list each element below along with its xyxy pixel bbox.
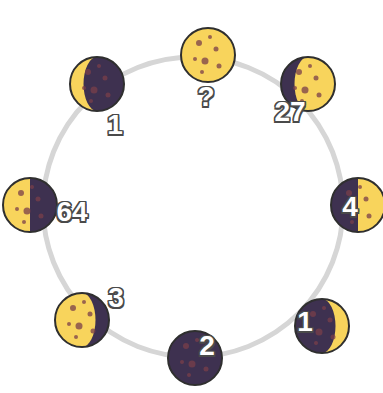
moon-outline: [181, 28, 235, 82]
moon-disc: [70, 57, 124, 111]
crater-dot: [97, 64, 101, 68]
crater-dot: [187, 373, 191, 377]
crater-dot: [76, 323, 83, 330]
crater-dot: [183, 343, 189, 349]
moon-phase: [168, 331, 222, 385]
crater-dot: [317, 93, 322, 98]
crater-dot: [39, 214, 44, 219]
moon-phase: [181, 28, 235, 82]
moon-outline: [331, 178, 383, 232]
moon-phase: [331, 178, 383, 232]
crater-dot: [24, 208, 31, 215]
moon-phase: [70, 57, 124, 111]
crater-dot: [217, 64, 222, 69]
crater-dot: [364, 197, 369, 202]
crater-dot: [202, 58, 209, 65]
phase-number: ?: [197, 83, 214, 111]
crater-dot: [74, 335, 78, 339]
crater-dot: [91, 87, 98, 94]
moon-lit-part: [3, 178, 30, 232]
crater-dot: [296, 69, 302, 75]
crater-dot: [196, 40, 202, 46]
moon-disc: [331, 178, 383, 232]
moon-disc: [55, 293, 109, 347]
crater-dot: [367, 214, 372, 219]
crater-dot: [208, 35, 212, 39]
crater-dot: [67, 322, 71, 326]
moon-outline: [55, 293, 109, 347]
crater-dot: [331, 335, 336, 340]
crater-dot: [70, 305, 76, 311]
crater-dot: [189, 361, 196, 368]
phase-number: 27: [274, 98, 305, 126]
phase-number: 4: [342, 193, 358, 221]
moon-lit-part: [322, 299, 349, 353]
moon-outline: [70, 57, 124, 111]
moon-disc: [168, 331, 222, 385]
crater-dot: [85, 69, 91, 75]
crater-dot: [106, 93, 111, 98]
crater-dot: [89, 99, 93, 103]
crater-dot: [193, 57, 197, 61]
crater-dot: [15, 207, 19, 211]
crater-dot: [314, 341, 318, 345]
crater-dot: [30, 185, 34, 189]
moon-outline: [168, 331, 222, 385]
orbit-ring: [43, 57, 343, 357]
moon-disc: [181, 28, 235, 82]
phase-number: 1: [107, 111, 123, 139]
crater-dot: [18, 190, 24, 196]
moon-disc: [3, 178, 57, 232]
crater-dot: [302, 87, 309, 94]
crater-dot: [36, 197, 41, 202]
crater-dot: [322, 306, 326, 310]
crater-dot: [308, 64, 312, 68]
phase-number: 2: [199, 332, 215, 360]
crater-dot: [82, 300, 86, 304]
crater-dot: [314, 76, 319, 81]
crater-dot: [88, 312, 93, 317]
phase-number: 3: [108, 284, 124, 312]
crater-dot: [200, 70, 204, 74]
moon-phase: [295, 299, 349, 353]
crater-dot: [103, 76, 108, 81]
moon-lit-part: [70, 57, 97, 111]
crater-dot: [82, 86, 86, 90]
moon-disc: [295, 299, 349, 353]
crater-dot: [22, 220, 26, 224]
phase-number: 64: [56, 198, 87, 226]
crater-dot: [91, 329, 96, 334]
crater-dot: [195, 338, 199, 342]
moon-outline: [3, 178, 57, 232]
moon-lit-part: [358, 178, 383, 232]
crater-dot: [293, 86, 297, 90]
moon-lit-part: [55, 293, 96, 347]
crater-dot: [214, 47, 219, 52]
crater-dot: [316, 329, 323, 336]
moon-phase: [3, 178, 57, 232]
phase-number: 1: [297, 308, 313, 336]
crater-dot: [204, 367, 209, 372]
crater-dot: [358, 185, 362, 189]
moon-phase: [55, 293, 109, 347]
crater-dot: [328, 318, 333, 323]
moon-outline: [295, 299, 349, 353]
crater-dot: [180, 360, 184, 364]
